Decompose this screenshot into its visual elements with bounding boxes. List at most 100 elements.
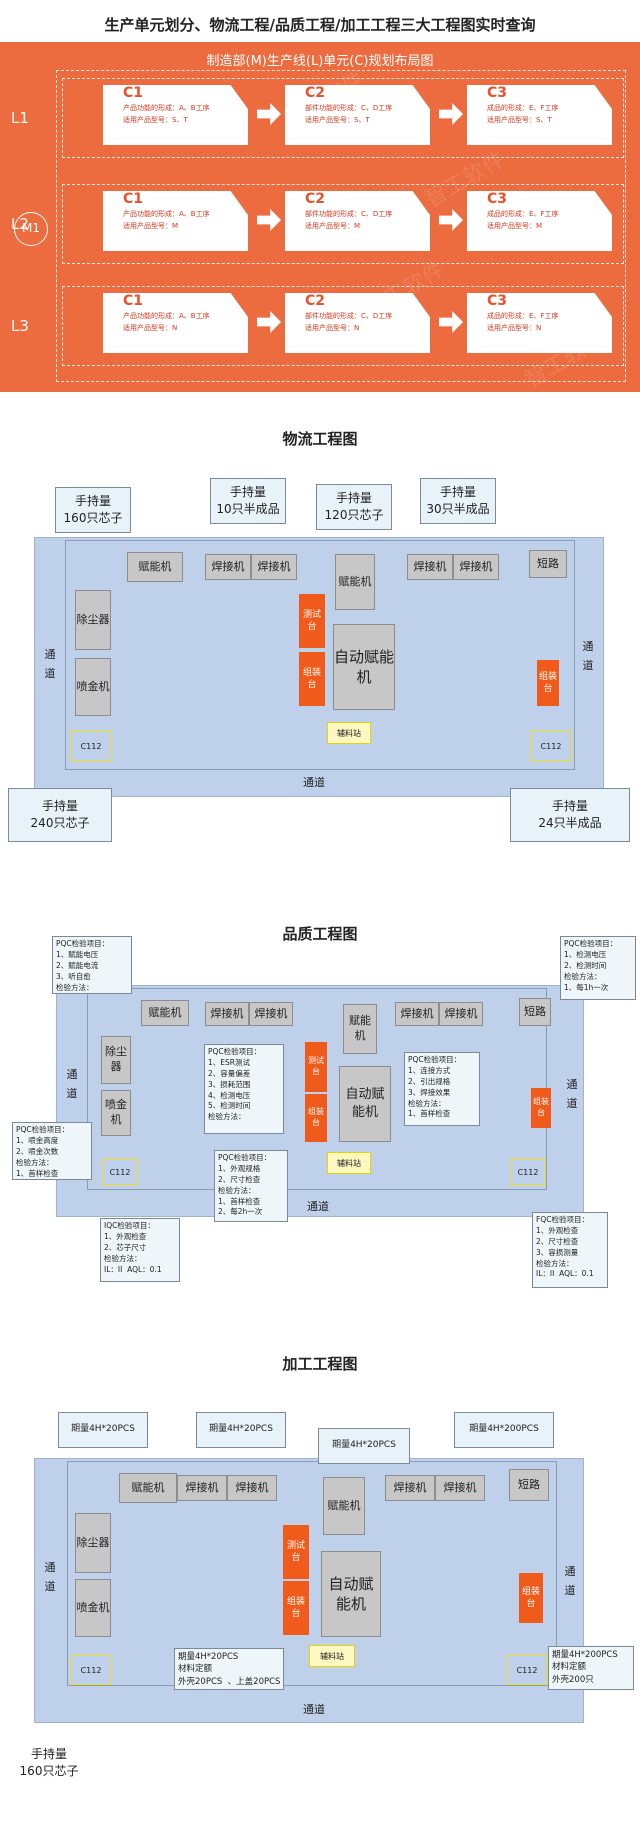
auto-fuel-machine[interactable]: 自动赋能机 (333, 624, 395, 710)
c112-zone[interactable]: C112 (511, 1158, 545, 1186)
welding-machine[interactable]: 焊接机 (435, 1475, 485, 1501)
fuel-machine[interactable]: 赋能机 (141, 1000, 189, 1026)
assembly-station[interactable]: 组装台 (519, 1573, 543, 1623)
welding-machine[interactable]: 焊接机 (249, 1002, 293, 1026)
material-quota-note: 期量4H*200PCS 材料定额 外壳200只 (548, 1646, 634, 1690)
short-circuit-station[interactable]: 短路 (529, 550, 567, 578)
line-label: L3 (11, 317, 29, 335)
unit-function: 产品功能的形成：A、B工序 (123, 312, 210, 320)
unit-function: 成品的形成：E、F工序 (487, 312, 559, 320)
test-station[interactable]: 测试台 (283, 1525, 309, 1579)
fuel-machine[interactable]: 赋能机 (119, 1473, 177, 1503)
arrow-right-icon (439, 311, 463, 333)
welding-machine[interactable]: 焊接机 (407, 554, 453, 580)
unit-model: 适用产品型号：N (123, 324, 178, 332)
unit-function: 部件功能的形成：C、D工序 (305, 104, 393, 112)
welding-machine[interactable]: 焊接机 (205, 554, 251, 580)
pqc-inspection-note: PQC检验项目： 1、检测电压 2、检测时间 检验方法： 1、每1h一次 (560, 936, 636, 1000)
unit-model: 适用产品型号：N (487, 324, 542, 332)
assembly-station[interactable]: 组装台 (537, 660, 559, 706)
unit-code: C3 (487, 293, 508, 309)
dust-collector[interactable]: 除尘器 (75, 590, 111, 650)
c112-zone[interactable]: C112 (531, 730, 571, 762)
unit-code: C3 (487, 85, 508, 101)
welding-machine[interactable]: 焊接机 (205, 1002, 249, 1026)
arrow-right-icon (257, 103, 281, 125)
unit-card-c2[interactable]: C2 部件功能的形成：C、D工序适用产品型号：S、T (285, 85, 430, 145)
c112-zone[interactable]: C112 (71, 730, 111, 762)
welding-machine[interactable]: 焊接机 (453, 554, 499, 580)
channel-label: 通道 (307, 1200, 329, 1213)
channel-label: 通道 (303, 1703, 325, 1716)
short-circuit-station[interactable]: 短路 (519, 998, 551, 1026)
handheld-callout: 手持量 120只芯子 (316, 484, 392, 530)
c112-zone[interactable]: C112 (507, 1655, 547, 1685)
assembly-station[interactable]: 组装台 (305, 1094, 327, 1142)
welding-machine[interactable]: 焊接机 (177, 1475, 227, 1501)
handheld-callout: 手持量 10只半成品 (210, 478, 286, 524)
fqc-inspection-note: FQC检验项目： 1、外观检查 2、尺寸检查 3、容损测量 检验方法： IL：I… (532, 1212, 608, 1288)
unit-function: 部件功能的形成：C、D工序 (305, 312, 393, 320)
dust-collector[interactable]: 除尘器 (101, 1036, 131, 1084)
welding-machine[interactable]: 焊接机 (227, 1475, 277, 1501)
channel-label: 通道 (66, 1068, 78, 1100)
process-title: 加工工程图 (282, 1355, 358, 1373)
unit-code: C3 (487, 191, 508, 207)
handheld-callout: 手持量 24只半成品 (510, 788, 630, 842)
production-quota-note: 期量4H*200PCS (454, 1412, 554, 1448)
fuel-machine[interactable]: 赋能机 (127, 552, 183, 582)
fuel-machine[interactable]: 赋能机 (335, 554, 375, 610)
quality-title: 品质工程图 (282, 925, 358, 943)
fuel-machine[interactable]: 赋能机 (323, 1477, 365, 1535)
unit-code: C1 (123, 191, 144, 207)
assembly-station[interactable]: 组装台 (299, 652, 325, 706)
pqc-inspection-note: PQC检验项目： 1、外观规格 2、尺寸检查 检验方法： 1、首样检查 2、每2… (214, 1150, 288, 1222)
c112-zone[interactable]: C112 (71, 1655, 111, 1685)
auxiliary-station[interactable]: 辅料站 (327, 1152, 371, 1174)
logistics-title: 物流工程图 (282, 430, 358, 448)
short-circuit-station[interactable]: 短路 (509, 1469, 549, 1501)
auto-fuel-machine[interactable]: 自动赋能机 (321, 1551, 381, 1637)
assembly-station[interactable]: 组装台 (531, 1088, 551, 1128)
welding-machine[interactable]: 焊接机 (385, 1475, 435, 1501)
assembly-station[interactable]: 组装台 (283, 1581, 309, 1635)
unit-model: 适用产品型号：S、T (123, 116, 188, 124)
auxiliary-station[interactable]: 辅料站 (327, 722, 371, 744)
pqc-inspection-note: PQC检验项目： 1、连接方式 2、引出规格 3、焊接效果 检验方法： 1、首样… (404, 1052, 480, 1126)
welding-machine[interactable]: 焊接机 (395, 1002, 439, 1026)
welding-machine[interactable]: 焊接机 (251, 554, 297, 580)
fuel-machine[interactable]: 赋能机 (343, 1004, 377, 1054)
unit-code: C2 (305, 85, 326, 101)
spray-machine[interactable]: 喷金机 (75, 658, 111, 716)
unit-card-c3[interactable]: C3 成品的形成：E、F工序适用产品型号：N (467, 293, 612, 353)
unit-model: 适用产品型号：S、T (305, 116, 370, 124)
handheld-callout: 手持量 160只芯子 (19, 1747, 79, 1779)
line-label: L1 (11, 109, 29, 127)
spray-machine[interactable]: 喷金机 (101, 1090, 131, 1136)
pqc-inspection-note: PQC检验项目： 1、赋能电压 2、赋能电流 3、听自愈 检验方法： (52, 936, 132, 994)
arrow-right-icon (439, 209, 463, 231)
auto-fuel-machine[interactable]: 自动赋能机 (339, 1066, 391, 1142)
iqc-inspection-note: IQC检验项目： 1、外观检查 2、芯子尺寸 检验方法： IL：II AQL：0… (100, 1218, 180, 1282)
unit-card-c1[interactable]: C1 产品功能的形成：A、B工序适用产品型号：N (103, 293, 248, 353)
unit-code: C1 (123, 293, 144, 309)
spray-machine[interactable]: 喷金机 (75, 1579, 111, 1637)
plan-title: 制造部(M)生产线(L)单元(C)规划布局图 (206, 54, 434, 69)
welding-machine[interactable]: 焊接机 (439, 1002, 483, 1026)
test-station[interactable]: 测试台 (299, 594, 325, 648)
channel-label: 通道 (564, 1565, 576, 1597)
test-station[interactable]: 测试台 (305, 1042, 327, 1092)
unit-function: 成品的形成：E、F工序 (487, 104, 559, 112)
workshop-area (67, 1461, 557, 1686)
dust-collector[interactable]: 除尘器 (75, 1513, 111, 1573)
c112-zone[interactable]: C112 (103, 1158, 137, 1186)
auxiliary-station[interactable]: 辅料站 (309, 1645, 355, 1667)
